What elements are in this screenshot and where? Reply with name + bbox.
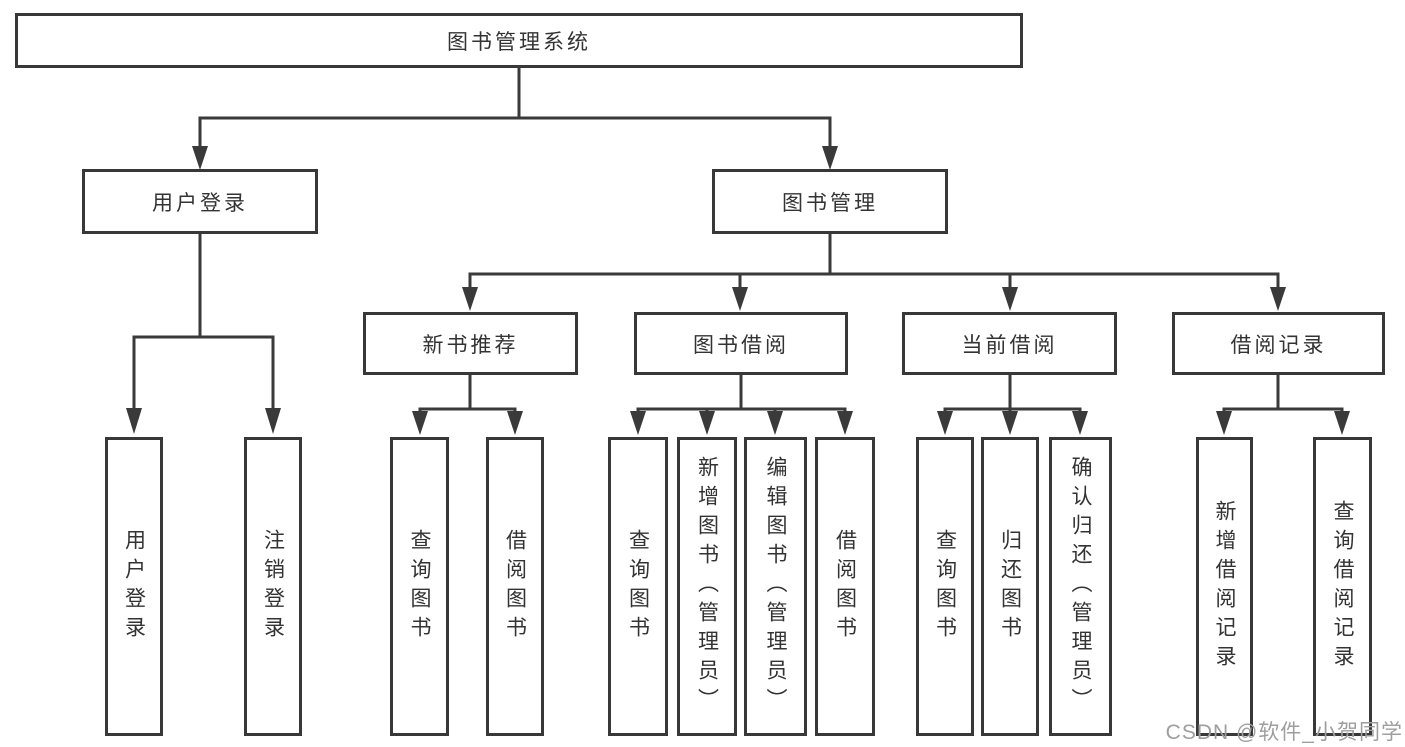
node-leaf-cb-query-book: 查询图书 <box>916 437 974 736</box>
arrowheads <box>126 146 1350 435</box>
node-leaf-br-add-record: 新增借阅记录 <box>1196 437 1253 736</box>
node-leaf-bb-query-book: 查询图书 <box>608 437 668 736</box>
node-current-borrow: 当前借阅 <box>902 312 1117 375</box>
csdn-watermark: CSDN @软件_小贺同学 <box>1165 721 1403 744</box>
node-leaf-bb-add-book-admin: 新增图书（管理员） <box>677 437 737 736</box>
node-book-management-branch: 图书管理 <box>712 169 948 234</box>
node-leaf-bb-edit-book-admin: 编辑图书（管理员） <box>744 437 807 736</box>
node-library-system: 图书管理系统 <box>15 13 1023 68</box>
node-leaf-br-query-record: 查询借阅记录 <box>1313 437 1372 736</box>
node-book-borrow: 图书借阅 <box>634 312 848 375</box>
node-leaf-logout: 注销登录 <box>244 437 302 736</box>
node-leaf-user-login: 用户登录 <box>105 437 163 736</box>
node-new-book-recommend: 新书推荐 <box>363 312 578 375</box>
node-leaf-cb-return-book: 归还图书 <box>981 437 1039 736</box>
node-leaf-rec-query-book: 查询图书 <box>390 437 449 736</box>
node-borrow-records: 借阅记录 <box>1172 312 1385 375</box>
node-leaf-bb-borrow-book: 借阅图书 <box>815 437 875 736</box>
node-user-login-branch: 用户登录 <box>82 169 318 234</box>
node-leaf-rec-borrow-book: 借阅图书 <box>486 437 544 736</box>
node-leaf-cb-confirm-return-admin: 确认归还（管理员） <box>1049 437 1112 736</box>
